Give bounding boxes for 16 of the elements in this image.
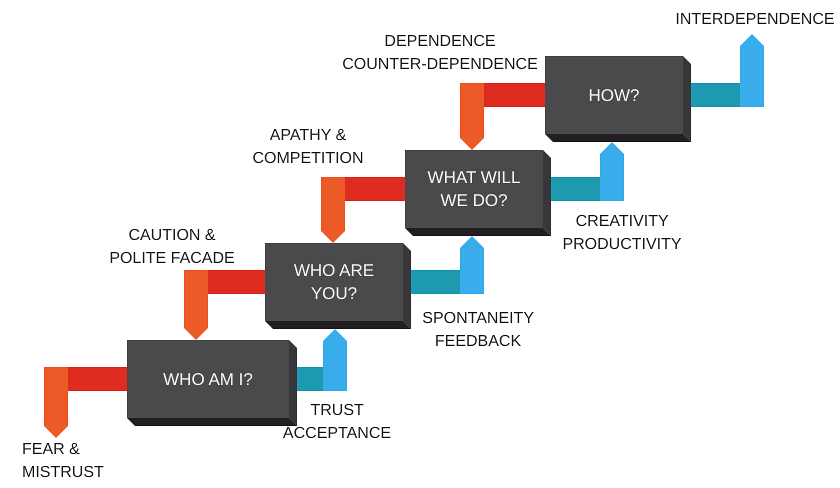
block-box bbox=[405, 150, 551, 236]
question-text: HOW? bbox=[588, 84, 640, 106]
block-box bbox=[265, 243, 411, 329]
stage-label: APATHY & COMPETITION bbox=[251, 126, 365, 169]
stage-label: FEAR & MISTRUST bbox=[22, 438, 122, 486]
question-text: WHO AM I? bbox=[162, 368, 254, 390]
stage-label: INTERDEPENDENCE bbox=[672, 8, 838, 34]
stage-label: DEPENDENCE COUNTER-DEPENDENCE bbox=[341, 32, 539, 75]
question-text: WHAT WILL WE DO? bbox=[426, 167, 522, 212]
block-box bbox=[127, 340, 297, 426]
stage-label: TRUST ACCEPTANCE bbox=[282, 401, 392, 444]
block-box bbox=[545, 56, 691, 142]
stage-label: SPONTANEITY FEEDBACK bbox=[421, 309, 535, 352]
stage-label: CREATIVITY PRODUCTIVITY bbox=[561, 212, 683, 255]
question-text: WHO ARE YOU? bbox=[292, 260, 376, 305]
stage-label: CAUTION & POLITE FACADE bbox=[108, 226, 236, 269]
